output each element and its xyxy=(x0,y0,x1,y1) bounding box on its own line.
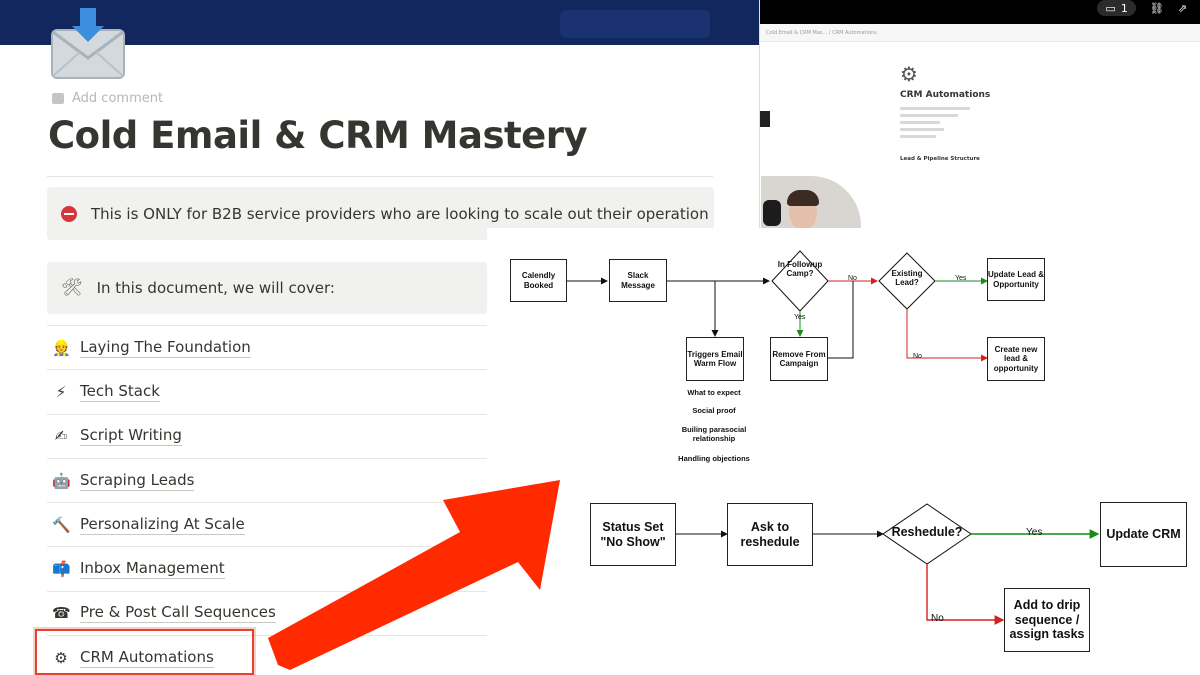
toc-item-label[interactable]: Pre & Post Call Sequences xyxy=(80,603,276,624)
comment-icon: ▭ xyxy=(1105,1,1116,15)
toc-item-label[interactable]: Inbox Management xyxy=(80,559,225,580)
note-handling-objections: Handling objections xyxy=(678,454,750,463)
edge-existing-no xyxy=(906,309,988,362)
node-remove-from-campaign: Remove From Campaign xyxy=(770,337,828,381)
node-calendly-booked: Calendly Booked xyxy=(510,259,567,302)
page-title: Cold Email & CRM Mastery xyxy=(48,114,588,157)
warning-callout-text: This is ONLY for B2B service providers w… xyxy=(91,204,709,223)
telephone-icon: ☎ xyxy=(52,604,71,623)
construction-worker-icon: 👷 xyxy=(52,338,71,357)
edge-label-yes: Yes xyxy=(1026,527,1043,538)
comment-icon xyxy=(52,93,64,104)
node-triggers-email: Triggers Email Warm Flow xyxy=(686,337,744,381)
title-divider xyxy=(47,176,713,177)
toc-item-label[interactable]: Personalizing At Scale xyxy=(80,514,245,535)
video-topbar: ▭ 1 ⛓ ⇗ xyxy=(760,0,1200,24)
toc-item-label[interactable]: Tech Stack xyxy=(80,381,160,402)
edge-label-yes: Yes xyxy=(955,275,967,282)
open-external-icon[interactable]: ⇗ xyxy=(1177,1,1187,15)
writing-hand-icon: ✍ xyxy=(54,427,68,446)
toc-item-laying-the-foundation[interactable]: 👷 Laying The Foundation xyxy=(47,325,571,369)
note-social-proof: Social proof xyxy=(692,406,736,415)
note-what-to-expect: What to expect xyxy=(687,388,741,397)
decision-existing-label: Existing Lead? xyxy=(891,269,923,287)
flowchart-panel: Calendly Booked Slack Message In Followu… xyxy=(487,228,1200,675)
mini-breadcrumb: Cold Email & CRM Mas... / CRM Automation… xyxy=(760,24,1200,42)
comments-button[interactable]: ▭ 1 xyxy=(1097,0,1136,16)
cover-callout: 🛠 In this document, we will cover: xyxy=(47,262,487,314)
toc-item-label[interactable]: Scraping Leads xyxy=(80,470,195,491)
node-update-lead: Update Lead & Opportunity xyxy=(987,258,1045,301)
edge-remove-existing xyxy=(828,281,854,359)
incoming-envelope-icon[interactable] xyxy=(50,8,126,80)
gear-icon: ⚙ xyxy=(900,62,918,86)
cover-callout-text: In this document, we will cover: xyxy=(96,279,335,297)
toc-item-script-writing[interactable]: ✍ Script Writing xyxy=(47,413,571,458)
edge-label-no: No xyxy=(848,275,857,282)
link-icon[interactable]: ⛓ xyxy=(1149,1,1164,15)
node-update-crm: Update CRM xyxy=(1100,502,1187,567)
node-slack-message: Slack Message xyxy=(609,259,667,302)
hammer-and-wrench-icon: 🛠 xyxy=(61,278,83,298)
video-controls: ▭ 1 ⛓ ⇗ xyxy=(1097,0,1187,16)
flowchart-edges xyxy=(544,250,1100,625)
mini-page-title: CRM Automations xyxy=(900,90,991,100)
lightning-icon: ⚡ xyxy=(55,382,67,401)
mini-bullet-list xyxy=(900,107,1020,142)
edge-label-no: No xyxy=(913,353,922,360)
no-entry-icon xyxy=(61,205,77,222)
node-add-to-drip: Add to drip sequence / assign tasks xyxy=(1004,588,1090,652)
edge-label-no: No xyxy=(931,613,944,624)
node-create-new-lead: Create new lead & opportunity xyxy=(987,337,1045,381)
toc-item-tech-stack[interactable]: ⚡ Tech Stack xyxy=(47,369,571,413)
add-comment-label: Add comment xyxy=(72,91,164,106)
mini-section-heading: Lead & Pipeline Structure xyxy=(900,156,980,162)
hammer-icon: 🔨 xyxy=(52,515,71,534)
toc-item-label[interactable]: Script Writing xyxy=(80,426,182,447)
gear-icon: ⚙ xyxy=(54,648,68,667)
toc-item-label[interactable]: CRM Automations xyxy=(80,647,214,668)
decision-followup-label: In Followup Camp? xyxy=(777,260,823,278)
robot-icon: 🤖 xyxy=(52,471,71,490)
page-cover-banner xyxy=(0,0,760,45)
add-comment-button[interactable]: Add comment xyxy=(52,91,163,106)
toc-item-scraping-leads[interactable]: 🤖 Scraping Leads xyxy=(47,457,571,502)
edge-reshedule-no xyxy=(926,564,1005,625)
note-parasocial: Builing parasocial relationship xyxy=(681,425,747,443)
video-overlay: ▭ 1 ⛓ ⇗ Cold Email & CRM Mas... / CRM Au… xyxy=(759,0,1200,262)
node-status-no-show: Status Set "No Show" xyxy=(590,503,676,566)
node-ask-to-reshedule: Ask to reshedule xyxy=(727,503,813,566)
edge-label-yes: Yes xyxy=(794,314,806,321)
comment-count: 1 xyxy=(1120,1,1128,15)
mailbox-icon: 📫 xyxy=(52,560,71,579)
mini-side-widget xyxy=(760,111,770,127)
toc-item-label[interactable]: Laying The Foundation xyxy=(80,337,251,358)
decision-reshedule-label: Reshedule? xyxy=(891,525,963,539)
banner-button-area xyxy=(560,10,710,38)
